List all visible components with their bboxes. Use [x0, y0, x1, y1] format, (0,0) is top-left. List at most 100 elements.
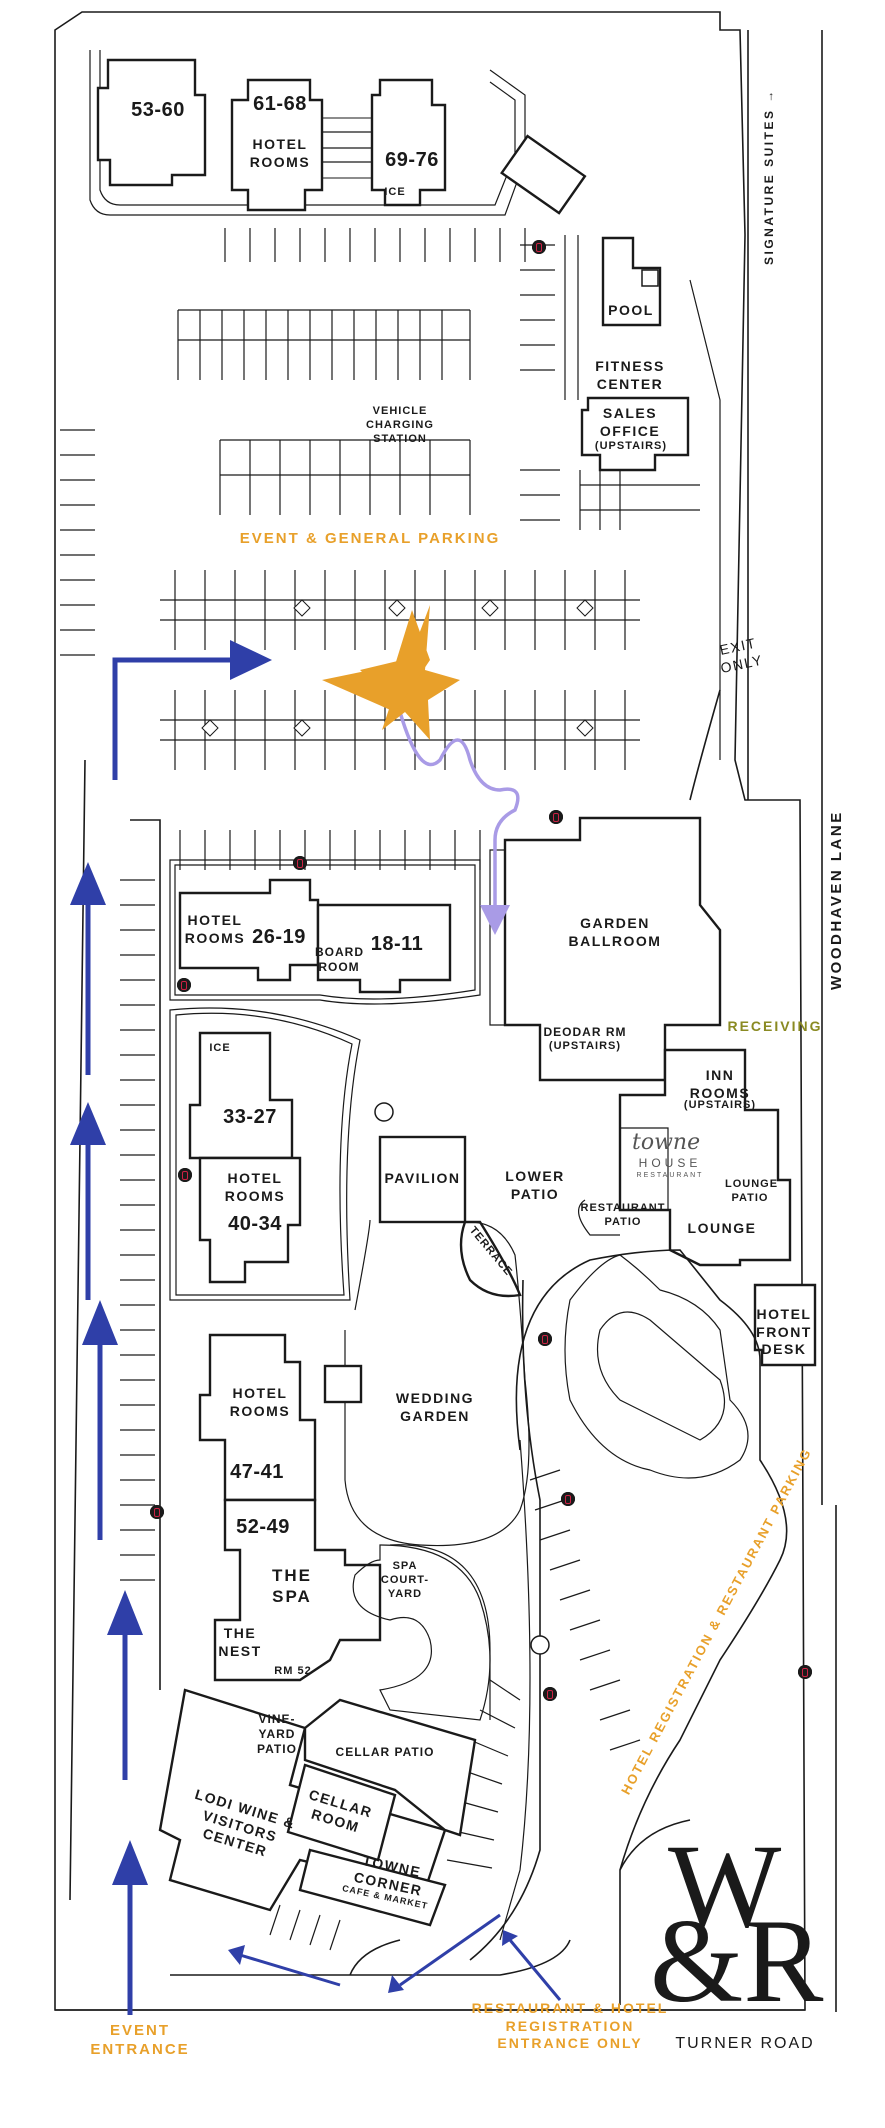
walking-route-arrowhead: [480, 905, 510, 935]
building-18-11: [316, 903, 452, 994]
entrance-drive: [170, 1939, 571, 1976]
courtyard-mid-inner: [175, 1012, 353, 1296]
building-69-76: [370, 78, 447, 207]
walking-route: [398, 711, 520, 925]
parking-marker-icon: [178, 1168, 192, 1182]
fitness-drive: [564, 235, 721, 760]
parking-marker-icon: [561, 1492, 575, 1506]
spa-courtyard: [352, 1544, 491, 1721]
ballroom-access: [489, 849, 505, 1026]
parking-marker-icon: [293, 856, 307, 870]
parking-marker-icon: [532, 240, 546, 254]
signature-suites-label: SIGNATURE SUITES →: [762, 88, 776, 265]
rm52-label: RM 52: [274, 1665, 312, 1677]
building-52-49-label: 52-49: [236, 1516, 290, 1538]
vehicle-charging-label: VEHICLE CHARGING STATION: [366, 405, 434, 445]
courtyard-hotel-2619: [169, 859, 481, 1005]
wr-logo-r: &R: [650, 1894, 824, 2027]
building-47-41-label: 47-41: [230, 1461, 284, 1483]
inn-rooms-note: (UPSTAIRS): [683, 1099, 757, 1111]
pavilion: [378, 1135, 467, 1224]
registration-island: [596, 1311, 726, 1441]
event-star-marker-b: [322, 610, 430, 712]
towne-corner: [298, 1848, 447, 1927]
building-53-60: [96, 58, 207, 187]
turner-road-label: TURNER ROAD: [675, 2035, 815, 2052]
building-53-60-label: 53-60: [131, 99, 185, 121]
wedding-garden-border: [354, 1219, 371, 1311]
building-26-19-label: 26-19: [252, 926, 306, 948]
the-nest-label: THE NEST: [218, 1625, 262, 1659]
garden-ballroom-label: GARDEN BALLROOM: [568, 915, 662, 949]
ice-mid-label: ICE: [209, 1042, 231, 1054]
garden-ballroom: [503, 816, 722, 1082]
fountain: [374, 1102, 394, 1122]
event-entrance-label: EVENT ENTRANCE: [90, 2022, 190, 2058]
pool-small: [641, 269, 659, 287]
building-40-34-label: 40-34: [228, 1213, 282, 1235]
building-52-49: [213, 1498, 382, 1682]
towne-house-restaurant: RESTAURANT: [636, 1172, 704, 1179]
pool-building: [601, 236, 662, 327]
pool-equipment: [500, 134, 587, 215]
hotel-rooms-4741-label: HOTEL ROOMS: [229, 1385, 291, 1419]
sales-office-label: SALES OFFICE: [599, 405, 661, 439]
the-spa-label: THE SPA: [272, 1566, 312, 1607]
entrance-stalls: [269, 1904, 341, 1951]
registration-parking-stalls: [446, 1439, 641, 1941]
hotel-front-desk-label: HOTEL FRONT DESK: [756, 1306, 812, 1357]
top-drive-inner: [99, 50, 516, 206]
gazebo: [323, 1364, 363, 1404]
parking-marker-icon: [798, 1665, 812, 1679]
ice-top-label: ICE: [384, 186, 406, 198]
parking-marker-icon: [543, 1687, 557, 1701]
walkway-stripes-lines: [322, 131, 372, 163]
hotel-front-desk: [753, 1283, 817, 1367]
lounge-label: LOUNGE: [687, 1220, 757, 1236]
hotel-rooms-4034-label: HOTEL ROOMS: [224, 1170, 286, 1204]
parking-marker-icon: [150, 1505, 164, 1519]
registration-loop: [515, 1249, 788, 2005]
courtyard-mid: [169, 1007, 361, 1301]
exit-drive: [689, 689, 721, 801]
woodhaven-lane-label: WOODHAVEN LANE: [828, 810, 845, 990]
wedding-garden: [344, 1221, 530, 1547]
cellar-patio: [303, 1698, 477, 1837]
woodhaven-road-edge: [821, 30, 837, 2012]
towne-house-inner: [620, 1127, 669, 1210]
receiving-label: RECEIVING: [727, 1018, 823, 1034]
spa-outer: [389, 1544, 491, 1720]
parking-marker-icon: [177, 978, 191, 992]
building-61-68-label: 61-68: [253, 93, 307, 115]
towne-house-sub: HOUSE: [638, 1156, 702, 1170]
deodar-rm-label: DEODAR RM: [543, 1025, 627, 1039]
pavilion-label: PAVILION: [384, 1170, 461, 1186]
towne-house-brand: towne: [632, 1130, 701, 1155]
building-69-76-label: 69-76: [385, 149, 439, 171]
wr-logo-w: W: [668, 1819, 782, 1952]
property-boundary: [54, 11, 806, 2011]
left-drive-line: [69, 759, 161, 1901]
building-33-27-label: 33-27: [223, 1106, 277, 1128]
event-route-arrows: [70, 640, 272, 2015]
cellar-room: [286, 1763, 397, 1862]
terrace: [459, 1220, 522, 1298]
building-40-34: [198, 1156, 302, 1284]
parking-marker-icon: [549, 810, 563, 824]
sales-office-note: (UPSTAIRS): [594, 440, 668, 452]
event-parking-label: EVENT & GENERAL PARKING: [239, 530, 501, 547]
board-room-label: BOARD ROOM: [315, 945, 364, 974]
building-61-68: [230, 78, 324, 212]
restaurant-patio-label: RESTAURANT PATIO: [580, 1202, 666, 1228]
restaurant-patio: [578, 1199, 620, 1236]
building-18-11-label: 18-11: [370, 933, 424, 955]
pool-label: POOL: [608, 302, 654, 318]
courtyard-hotel-2619-inner: [174, 864, 476, 1000]
parking-diamonds: [201, 599, 594, 737]
deodar-note: (UPSTAIRS): [548, 1040, 622, 1052]
restaurant-entrance-label: RESTAURANT & HOTEL REGISTRATION ENTRANCE…: [471, 2000, 669, 2051]
hotel-rooms-top-label: HOTEL ROOMS: [249, 136, 311, 170]
cellar-patio-label: CELLAR PATIO: [335, 1745, 435, 1759]
inn-rooms-building: [618, 1048, 792, 1267]
